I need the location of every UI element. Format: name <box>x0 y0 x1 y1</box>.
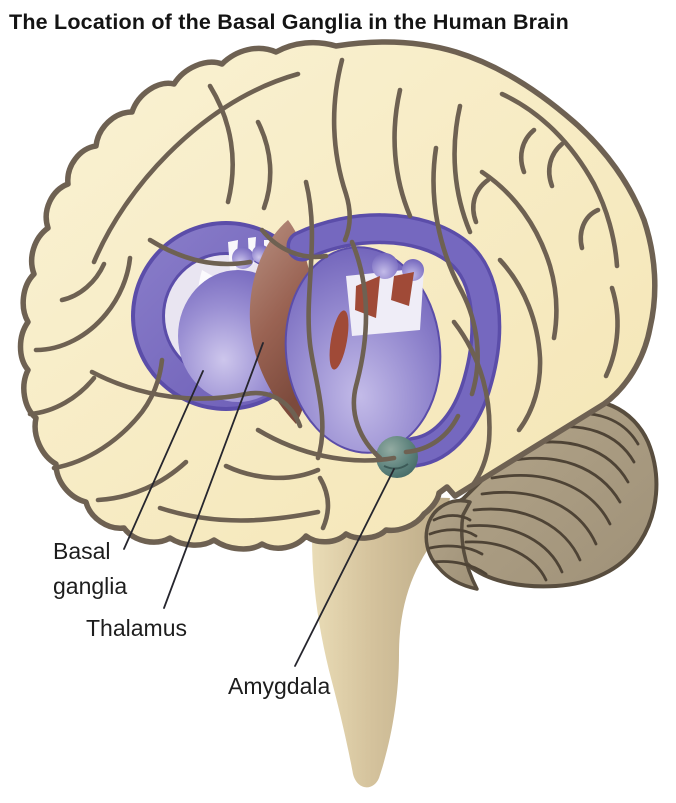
cerebellum <box>424 398 659 591</box>
red-nucleus-right <box>391 272 414 306</box>
gyri-sulci-lines <box>27 57 620 531</box>
thalamus-leader-line <box>163 342 264 609</box>
amygdala-label: Amygdala <box>228 673 331 699</box>
substantia-nigra-streak <box>329 310 349 370</box>
amygdala-structure <box>376 436 418 478</box>
basal-ganglia-label: Basal ganglia <box>53 538 128 599</box>
figure-title: The Location of the Basal Ganglia in the… <box>9 10 569 34</box>
amygdala-leader-line <box>294 468 395 667</box>
brainstem <box>312 494 450 788</box>
thalamus-label: Thalamus <box>86 615 187 641</box>
leader-lines <box>123 342 395 667</box>
cerebellum-striations <box>428 412 640 582</box>
basal-ganglia-leader-line <box>123 370 204 550</box>
caudate-tail-arc <box>286 213 502 468</box>
